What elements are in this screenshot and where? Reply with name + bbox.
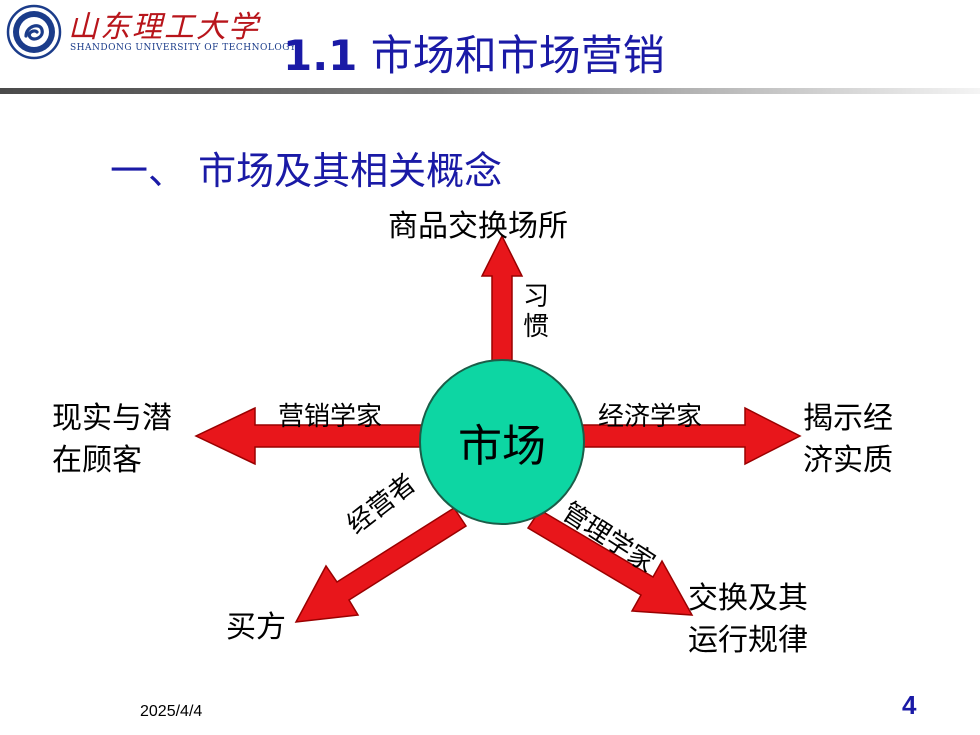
node-left-line1: 现实与潜: [52, 401, 172, 436]
university-name-cn: 山东理工大学: [68, 10, 260, 45]
page-number: 4: [902, 690, 917, 720]
arrow-label-top: 习惯: [522, 282, 549, 342]
arrow-left: [194, 406, 441, 466]
arrow-bottom-left: [294, 506, 468, 623]
node-bottom-left-label: 买方: [226, 610, 286, 645]
arrow-right: [559, 406, 802, 466]
title-text: 市场和市场营销: [370, 31, 665, 80]
university-name-en: SHANDONG UNIVERSITY OF TECHNOLOGY: [70, 43, 297, 53]
node-bottom-right-line2: 运行规律: [688, 623, 808, 658]
university-seal-icon: [6, 4, 62, 60]
section-heading: 一、 市场及其相关概念: [110, 149, 503, 193]
node-right-line2: 济实质: [803, 443, 893, 478]
node-left-line2: 在顾客: [52, 443, 142, 478]
center-circle: [419, 359, 585, 525]
header-divider: [0, 88, 980, 94]
arrow-label-right: 经济学家: [598, 402, 703, 432]
node-right-line1: 揭示经: [803, 401, 893, 436]
arrow-up: [480, 234, 524, 381]
node-bottom-right-line1: 交换及其: [688, 581, 808, 616]
node-left-label: 现实与潜 在顾客: [52, 398, 172, 482]
node-bottom-right-label: 交换及其 运行规律: [688, 578, 808, 662]
diagram-arrows: [194, 234, 802, 623]
node-top-label: 商品交换场所: [388, 209, 568, 244]
node-right-label: 揭示经 济实质: [803, 398, 893, 482]
page-title: 1.1 市场和市场营销: [283, 22, 665, 83]
arrow-label-left: 营销学家: [278, 402, 383, 432]
footer-date: 2025/4/4: [140, 703, 203, 720]
center-label: 市场: [458, 421, 546, 472]
title-number: 1.1: [283, 31, 358, 80]
arrow-bottom-right: [526, 508, 694, 616]
